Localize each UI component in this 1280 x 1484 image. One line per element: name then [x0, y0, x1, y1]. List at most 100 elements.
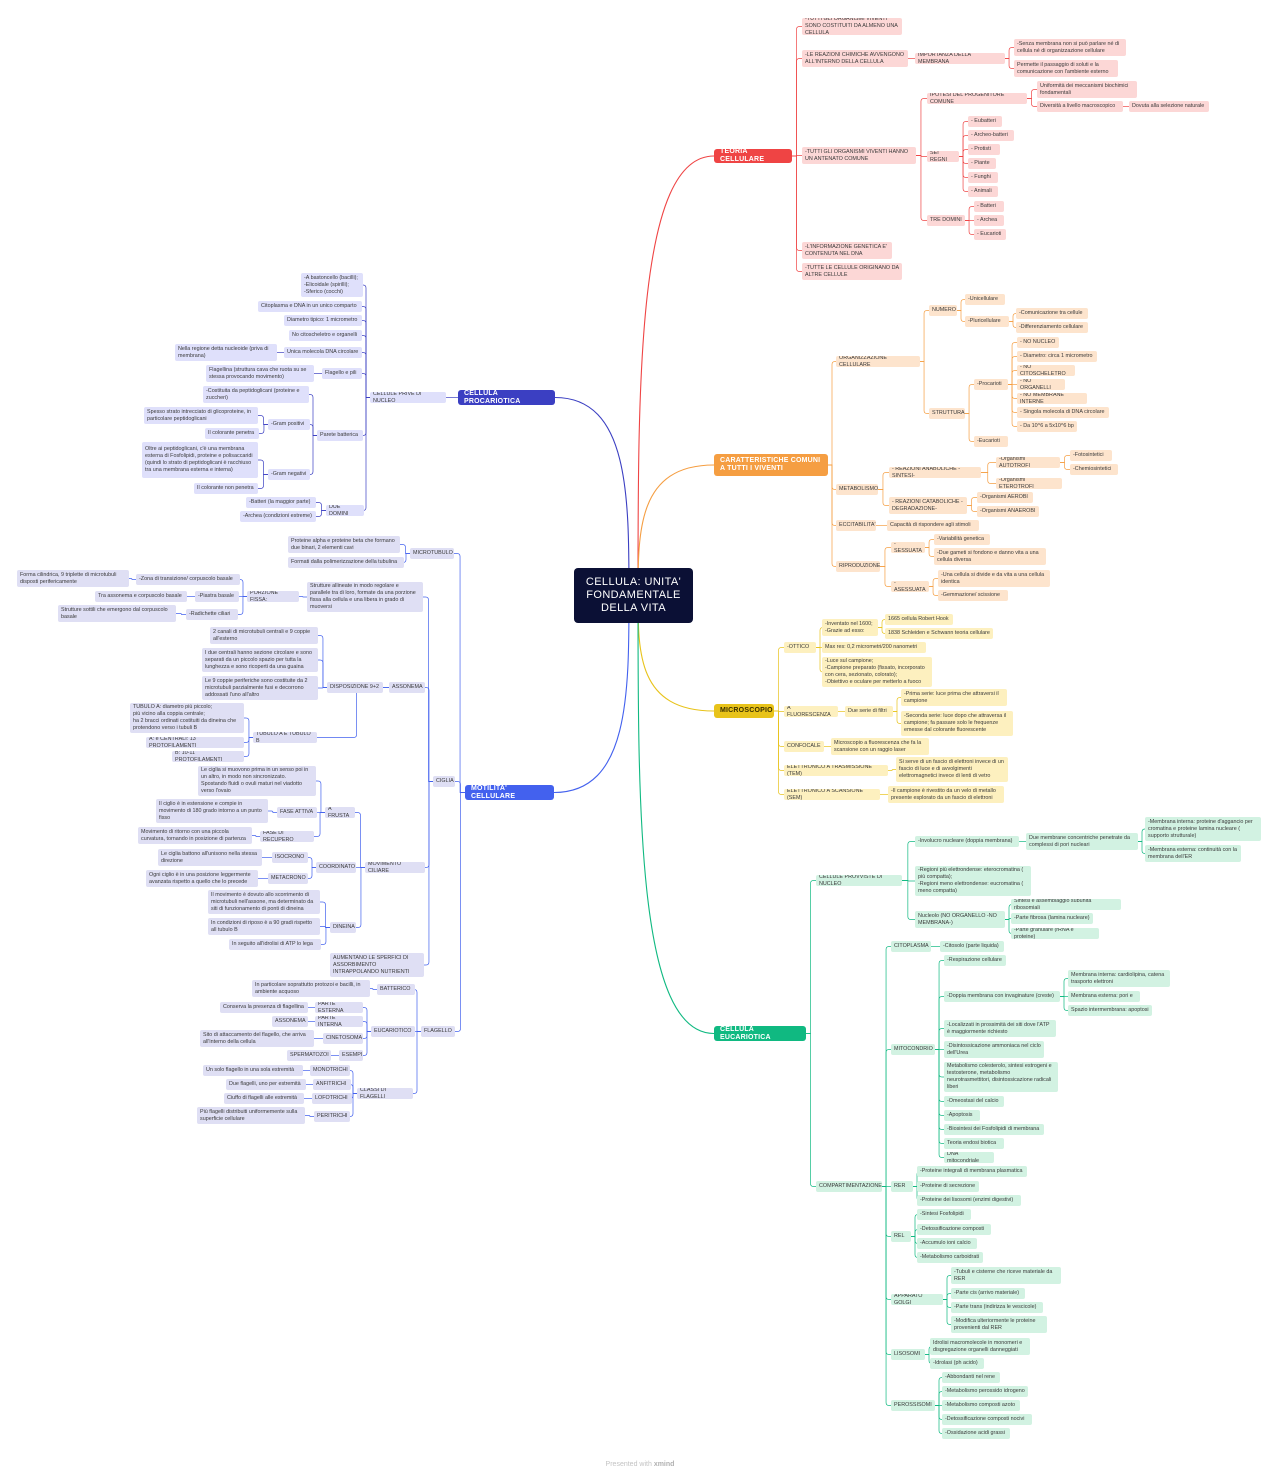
node-c4a2[interactable]: -Due gameti si fondono e danno vita a un… [934, 548, 1046, 565]
node-t3a[interactable]: IPOTESI DEL PROGENITORE COMUNE [927, 93, 1027, 104]
node-m1[interactable]: -OTTICO [784, 642, 816, 653]
node-m1a[interactable]: -Inventato nel 1600; -Grazie ad esso: [822, 619, 878, 636]
node-e2g2[interactable]: -Metabolismo perossido idrogeno [942, 1386, 1028, 1397]
node-e2e[interactable]: APPARATO GOLGI [891, 1294, 943, 1305]
node-q2b2a[interactable]: TUBULO A: diametro più piccolo; più vici… [130, 703, 244, 733]
node-t3b5[interactable]: - Funghi [968, 172, 998, 183]
node-e2d4[interactable]: -Metabolismo carboidrati [917, 1252, 983, 1263]
node-e2f2[interactable]: -Idrolasi (ph acido) [930, 1358, 984, 1369]
node-c1b1a[interactable]: - NO NUCLEO [1017, 337, 1059, 348]
node-c2b1[interactable]: -Organismi AEROBI [977, 492, 1033, 503]
node-e2a[interactable]: CITOPLASMA [891, 941, 931, 952]
node-p1d[interactable]: No citoscheletro e organelli [289, 330, 362, 341]
node-p1g[interactable]: Parete batterica [317, 430, 363, 441]
root-topic[interactable]: CELLULA: UNITA' FONDAMENTALE DELLA VITA [574, 568, 693, 623]
node-e2b2c[interactable]: Spazio intermembrana: apoptosi [1068, 1005, 1152, 1016]
node-q3a1[interactable]: In particolare soprattutto protozoi e ba… [252, 980, 370, 997]
node-q2[interactable]: CIGLIA [433, 776, 455, 787]
node-t2a2[interactable]: Permette il passaggio di soluti e la com… [1014, 60, 1118, 77]
node-p1f[interactable]: Flagello e pili [322, 368, 362, 379]
node-q2b[interactable]: ASSONEMA [389, 682, 425, 693]
node-q2a1a1[interactable]: Forma cilindrica, 9 triplette di microtu… [17, 570, 129, 587]
node-p1h2[interactable]: -Archea (condizioni estreme) [240, 511, 316, 522]
node-p1[interactable]: CELLULE PRIVE DI NUCLEO [370, 392, 446, 403]
node-c2a1a[interactable]: -Fotosintetici [1070, 450, 1112, 461]
node-c1b1e[interactable]: - NO MEMBRANE INTERNE [1017, 393, 1087, 404]
branch-microscopio[interactable]: MICROSCOPIO [714, 704, 774, 718]
node-e2e3[interactable]: -Parte trans (indirizza le vescicole) [951, 1302, 1043, 1313]
node-p1g2b[interactable]: Il colorante penetra [205, 428, 259, 439]
node-c1b2[interactable]: -Eucarioti [974, 436, 1008, 447]
node-m4a[interactable]: Si serve di un fascio di elettroni invec… [896, 757, 1008, 782]
node-t3[interactable]: -TUTTI GLI ORGANISMI VIVENTI HANNO UN AN… [802, 147, 916, 164]
branch-cellula-procariotica[interactable]: CELLULA PROCARIOTICA [458, 390, 555, 405]
node-q2c1c1[interactable]: Movimento di ritorno con una piccola cur… [138, 827, 252, 844]
node-q3c4a[interactable]: Più flagelli distribuiti uniformemente s… [197, 1107, 305, 1124]
node-q2c3a[interactable]: Il movimento è dovuto allo scorrimento d… [208, 890, 320, 914]
node-q1[interactable]: MICROTUBULO [410, 548, 454, 559]
node-e1b[interactable]: -Regioni più elettrondense: eterocromati… [915, 866, 1031, 896]
node-e2e1[interactable]: -Tubuli e cisterne che riceve materiale … [951, 1267, 1061, 1284]
node-e2g5[interactable]: -Ossidazione acidi grassi [942, 1428, 1010, 1439]
node-q2a1b[interactable]: -Piastra basale [195, 591, 239, 602]
node-e2g1[interactable]: -Abbondanti nel rene [942, 1372, 1000, 1383]
node-c1b1d[interactable]: - NO ORGANELLI [1017, 379, 1065, 390]
node-m3a[interactable]: Microscopio a fluorescenza che fa la sca… [831, 738, 929, 755]
node-t2a1[interactable]: -Senza membrana non si può parlare né di… [1014, 39, 1126, 56]
node-q2c[interactable]: MOVIMENTO CILIARE [365, 862, 425, 873]
node-c3[interactable]: ECCITABILITA' [836, 520, 876, 531]
node-m2a2[interactable]: -Seconda serie: luce dopo che attraversa… [901, 711, 1013, 736]
node-e2d3[interactable]: -Accumulo ioni calcio [917, 1238, 977, 1249]
node-q2c2[interactable]: COORDINATO [316, 862, 356, 873]
node-e2d[interactable]: REL [891, 1231, 911, 1242]
node-m1a2[interactable]: 1838 Schleiden e Schwann teoria cellular… [885, 628, 993, 639]
node-q2c2a[interactable]: ISOCRONO [272, 852, 308, 863]
node-q2c3b[interactable]: In condizioni di riposo è a 90 gradi ris… [208, 918, 320, 935]
node-c1[interactable]: ORGANIZZAZIONE CELLULARE [836, 356, 920, 367]
node-c1b1[interactable]: -Procarioti [974, 379, 1008, 390]
node-c1b[interactable]: STRUTTURA [929, 408, 965, 419]
node-q1b[interactable]: Formati dalla polimerizzazione della tub… [288, 557, 404, 568]
node-q2c3[interactable]: DINEINA [330, 922, 356, 933]
node-c2a[interactable]: - REAZIONI ANABOLICHE -SINTESI- [889, 467, 981, 478]
node-p1e1[interactable]: Nella regione detta nucleoide (priva di … [175, 344, 277, 361]
node-c4b2[interactable]: -Gemmazione/ scissione [938, 590, 1008, 601]
node-e2b1[interactable]: -Respirazione cellulare [944, 955, 1006, 966]
node-q2c1c[interactable]: FASE DI RECUPERO [260, 831, 314, 842]
node-c4a[interactable]: -SESSUATA [891, 542, 925, 553]
node-q3b3a[interactable]: Sito di attaccamento del flagello, che a… [200, 1030, 314, 1047]
node-q2b1a[interactable]: 2 canali di microtubuli centrali e 9 cop… [210, 627, 318, 644]
node-e2b6[interactable]: -Omeostasi del calcio [944, 1096, 1004, 1107]
node-t3b4[interactable]: - Piante [968, 158, 996, 169]
node-p1g3b[interactable]: Il colorante non penetra [194, 483, 258, 494]
node-q2a[interactable]: Strutture allineate in modo regolare e p… [307, 582, 423, 612]
node-q2c3c[interactable]: In seguito all'idrolisi di ATP lo lega [229, 939, 321, 950]
node-c4a1[interactable]: -Variabilità genetica [934, 534, 990, 545]
node-q3b2a[interactable]: ASSONEMA [272, 1016, 308, 1027]
node-e2b9[interactable]: Teoria endosi biotica [944, 1138, 1004, 1149]
node-t3b2[interactable]: - Archeo-batteri [968, 130, 1014, 141]
node-m3[interactable]: CONFOCALE [784, 741, 824, 752]
node-t3b6[interactable]: - Animali [968, 186, 998, 197]
node-p1c[interactable]: Diametro tipico: 1 micrometro [284, 315, 362, 326]
node-e1c3[interactable]: -Parte granulare (rRNA e proteine) [1011, 928, 1099, 939]
node-q3[interactable]: FLAGELLO [421, 1026, 455, 1037]
node-e2d1[interactable]: -Sintesi Fosfolipidi [917, 1209, 971, 1220]
node-p1h1[interactable]: -Batteri (la maggior parte) [246, 497, 316, 508]
node-e1c2[interactable]: -Parte fibrosa (lamina nucleare) [1011, 913, 1093, 924]
node-t4[interactable]: -L'INFORMAZIONE GENETICA E' CONTENUTA NE… [802, 242, 892, 259]
node-m2a1[interactable]: -Prima serie: luce prima che attraversi … [901, 689, 1007, 706]
node-t2a[interactable]: IMPORTANZA DELLA MEMBRANA [915, 53, 1005, 64]
node-e1a1[interactable]: Due membrane concentriche penetrate da c… [1026, 833, 1138, 850]
node-e2b[interactable]: MITOCONDRIO [891, 1044, 935, 1055]
node-q3c1a[interactable]: Un solo flagello in una sola estremità [203, 1065, 303, 1076]
node-m5[interactable]: ELETTRONICO A SCANSIONE (SEM) [784, 789, 880, 800]
node-t3c[interactable]: TRE DOMINI [927, 215, 965, 226]
node-c2a1[interactable]: -Organismi AUTOTROFI [996, 457, 1060, 468]
node-t1[interactable]: -TUTTI GLI ORGANISMI VIVENTI SONO COSTIT… [802, 18, 902, 35]
node-p1g2[interactable]: -Gram positivi [268, 419, 310, 430]
node-t3b3[interactable]: - Protisti [968, 144, 1000, 155]
node-m1b[interactable]: Max res: 0,2 micrometri/200 nanometri [822, 642, 926, 653]
node-c1a1[interactable]: -Unicellulare [965, 294, 1005, 305]
node-q3c[interactable]: CLASSI DI FLAGELLI [357, 1088, 413, 1099]
